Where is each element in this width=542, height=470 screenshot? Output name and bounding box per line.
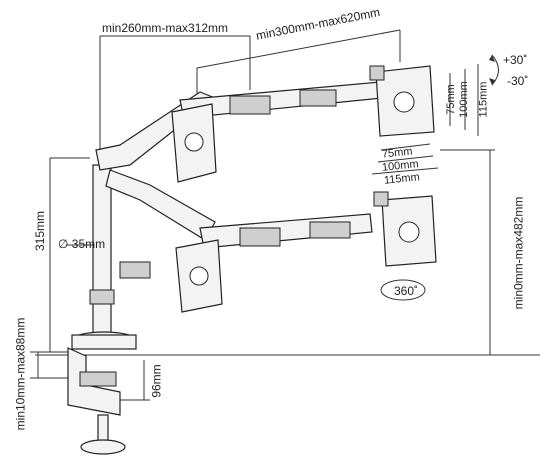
label-rotation-360: 360˚ [394, 284, 419, 298]
label-min260-max312: min260mm-max312mm [102, 21, 229, 35]
pole [71, 164, 137, 350]
dimension-lines [30, 29, 540, 401]
label-vertical-115: 115mm [477, 81, 490, 118]
label-tilt-up: +30˚ [503, 53, 528, 67]
label-vertical-75: 75mm [444, 84, 457, 115]
lower-arm [105, 169, 437, 313]
tilt-arc [491, 54, 499, 86]
label-clamp-thickness: min10mm-max88mm [13, 317, 28, 431]
rotation-ellipse [380, 279, 426, 301]
label-height-315: 315mm [33, 210, 48, 252]
label-clamp-depth: 96mm [149, 364, 164, 398]
upper-arm [95, 65, 435, 183]
label-vertical-100: 100mm [457, 81, 470, 118]
label-pole-diameter: ∅ 35mm [58, 237, 106, 251]
desk-clamp [67, 347, 126, 455]
label-tilt-down: -30˚ [507, 74, 529, 88]
label-height-0-482: min0mm-max482mm [511, 196, 526, 310]
